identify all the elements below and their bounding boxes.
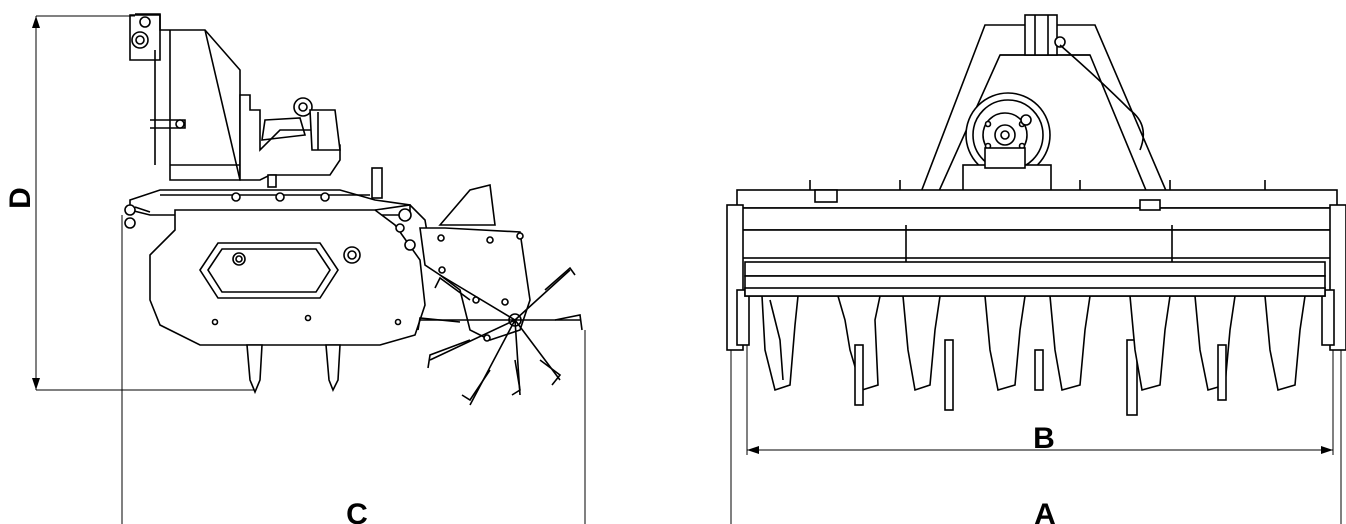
packer-roller <box>417 266 583 406</box>
side-plates <box>726 204 1346 351</box>
side-view: D C <box>4 13 586 524</box>
dimension-c: C <box>121 215 586 524</box>
dimension-b: B <box>746 340 1334 455</box>
gearbox <box>239 94 383 199</box>
rotor-housing <box>149 204 431 346</box>
blade-group <box>1049 295 1138 416</box>
blade-group <box>902 295 954 411</box>
dimension-d: D <box>4 15 255 391</box>
dimension-label-a: A <box>1034 498 1056 524</box>
skid-tines <box>246 344 341 395</box>
front-view: A B <box>726 14 1346 524</box>
blade-group <box>761 295 799 392</box>
blade-group <box>836 295 881 406</box>
dimension-label-b: B <box>1033 422 1055 455</box>
main-frame <box>124 189 411 229</box>
dimension-label-c: C <box>346 498 368 524</box>
dimension-label-d: D <box>4 187 37 209</box>
rotor-blades <box>744 287 1326 416</box>
blade-group <box>1194 295 1236 401</box>
front-main-beam <box>736 180 1338 262</box>
hitch-tower <box>129 13 241 181</box>
blade-group <box>984 295 1044 392</box>
blade-group <box>1264 295 1306 392</box>
